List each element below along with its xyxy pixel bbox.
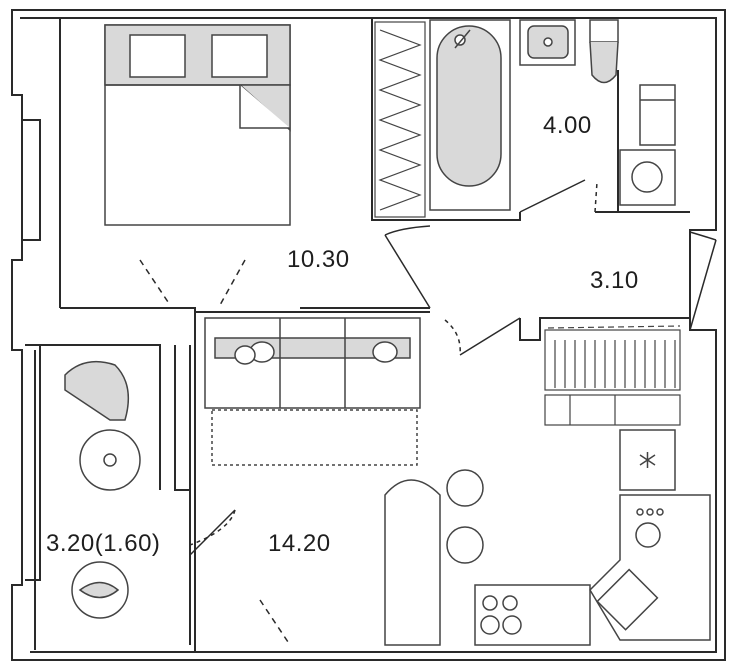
kitchen-counter xyxy=(474,429,711,646)
interior-walls xyxy=(194,18,690,652)
sink xyxy=(519,19,576,66)
armchair xyxy=(64,360,141,619)
exterior-walls xyxy=(11,9,726,661)
room-area-living-kitchen: 14.20 xyxy=(268,530,331,557)
washing-machine xyxy=(619,84,676,206)
room-area-balcony: 3.20(1.60) xyxy=(46,530,161,557)
room-area-bedroom: 10.30 xyxy=(287,246,350,273)
wardrobe-hallway xyxy=(544,325,681,426)
bed xyxy=(104,24,291,226)
bathtub xyxy=(429,19,511,211)
sofa xyxy=(204,317,421,466)
room-area-hallway: 3.10 xyxy=(590,267,639,294)
room-area-bathroom: 4.00 xyxy=(543,112,592,139)
wardrobe-bedroom xyxy=(374,21,426,218)
bar-counter xyxy=(384,469,484,646)
toilet xyxy=(589,19,619,84)
